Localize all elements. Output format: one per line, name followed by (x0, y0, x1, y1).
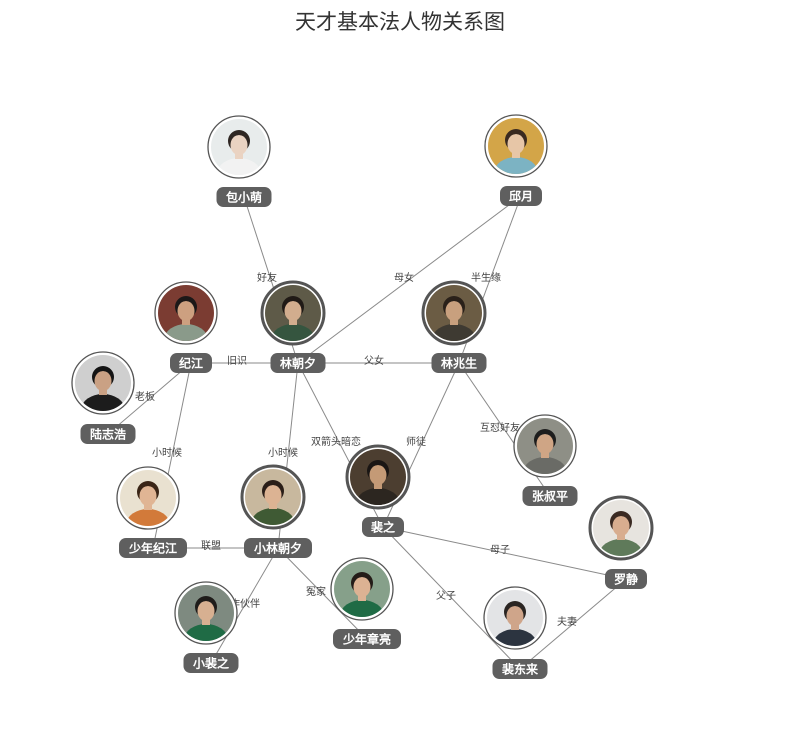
avatar-portrait (488, 118, 544, 174)
edge-xiaolin-xiaopei (210, 547, 279, 664)
edge-label: 老板 (135, 390, 155, 403)
edge-label: 父子 (436, 590, 456, 602)
node-xiaopei[interactable]: 小裴之 (174, 581, 239, 673)
node-linzx[interactable]: 林朝夕 (260, 280, 326, 373)
node-shaozhang[interactable]: 少年章亮 (330, 557, 401, 649)
edge-luojing-peidl (519, 578, 627, 670)
node-name: 罗静 (614, 572, 638, 587)
edge-label: 母子 (490, 544, 510, 556)
name-pill (500, 186, 542, 206)
node-luzh[interactable]: 陆志浩 (71, 351, 136, 444)
name-pill (492, 659, 548, 679)
name-pill (170, 353, 212, 373)
avatar-portrait (334, 561, 390, 617)
name-pill (605, 569, 647, 589)
node-name: 少年章亮 (342, 632, 391, 647)
name-pill (522, 486, 578, 506)
avatar-portrait (158, 285, 214, 341)
edge-label: 父女 (364, 354, 384, 367)
node-name: 小裴之 (193, 656, 229, 671)
edge-label: 半生缘 (471, 271, 501, 284)
edge-xiaolin-shaozhang (277, 547, 368, 640)
node-bao[interactable]: 包小萌 (207, 115, 272, 207)
name-pill (244, 538, 312, 558)
node-jijiang[interactable]: 纪江 (154, 281, 218, 373)
avatar-portrait (75, 355, 131, 411)
avatar-portrait (487, 590, 543, 646)
edge-label: 母女 (394, 271, 414, 284)
edge-qiu-linzx (297, 195, 522, 364)
edge-jijiang-luzh (107, 362, 192, 435)
node-name: 裴东来 (501, 662, 539, 677)
avatar-portrait (211, 119, 267, 175)
edge-label: 小时候 (152, 446, 182, 459)
node-name: 林兆生 (441, 356, 477, 371)
node-peidl[interactable]: 裴东来 (483, 586, 548, 679)
node-name: 裴之 (370, 520, 395, 535)
avatar-portrait (593, 500, 649, 556)
name-pill (333, 629, 401, 649)
node-name: 邱月 (509, 190, 533, 204)
avatar-portrait (426, 285, 482, 341)
edge-label: 互怼好友 (480, 421, 520, 434)
node-shaoji[interactable]: 少年纪江 (116, 466, 187, 558)
avatar-portrait (265, 285, 321, 341)
node-name: 包小萌 (225, 190, 262, 205)
name-pill (216, 187, 272, 207)
avatar-portrait (350, 449, 406, 505)
avatar-portrait (120, 470, 176, 526)
name-pill (270, 353, 326, 373)
node-name: 小林朝夕 (254, 541, 302, 556)
edge-label: 夫妻 (557, 615, 577, 628)
name-pill (183, 653, 239, 673)
node-linzs[interactable]: 林兆生 (421, 280, 487, 373)
node-name: 少年纪江 (128, 541, 177, 556)
node-name: 陆志浩 (90, 427, 126, 442)
edge-label: 旧识 (227, 355, 247, 367)
edge-peizhi-luojing (382, 526, 627, 580)
edge-label: 师徒 (406, 435, 426, 448)
edge-label: 冤家 (306, 585, 326, 598)
name-pill (431, 353, 487, 373)
name-pill (119, 538, 187, 558)
node-xiaolin[interactable]: 小林朝夕 (240, 464, 312, 558)
edge-label: 好友 (257, 271, 277, 284)
node-zhangsp[interactable]: 张叔平 (513, 414, 578, 506)
edge-peizhi-peidl (382, 526, 521, 670)
name-pill (80, 424, 136, 444)
edge-label: 联盟 (201, 540, 221, 552)
avatar-portrait (245, 469, 301, 525)
node-peizhi[interactable]: 裴之 (345, 444, 411, 537)
node-luojing[interactable]: 罗静 (588, 495, 654, 589)
avatar-portrait (517, 418, 573, 474)
node-name: 林朝夕 (280, 356, 316, 371)
name-pill (362, 517, 404, 537)
node-qiu[interactable]: 邱月 (484, 114, 548, 206)
edge-label: 双箭头暗恋 (311, 435, 361, 448)
diagram-title: 天才基本法人物关系图 (295, 10, 505, 34)
node-name: 纪江 (179, 356, 203, 371)
avatar-portrait (178, 585, 234, 641)
edge-label: 小时候 (268, 446, 298, 459)
node-name: 张叔平 (532, 489, 568, 504)
